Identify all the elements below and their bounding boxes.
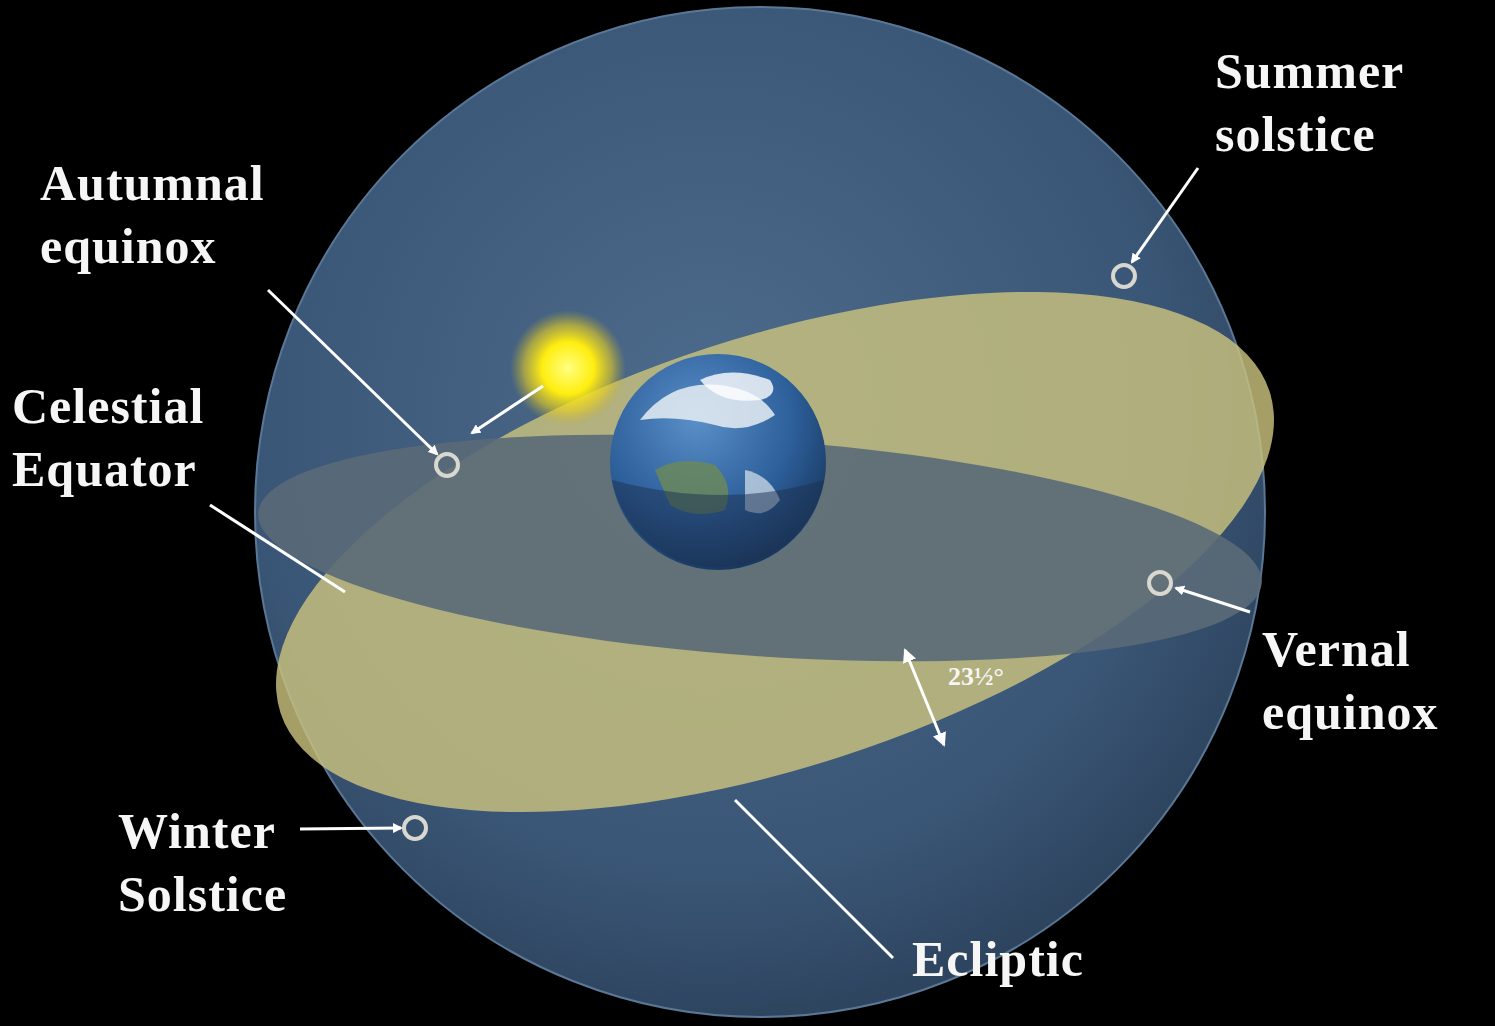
label-holder: Celestial Equator <box>12 375 204 501</box>
label-holder: Winter Solstice <box>118 800 287 926</box>
label-holder: Autumnal equinox <box>40 152 265 278</box>
point-label: Autumnal equinox <box>40 152 265 278</box>
point-label: Winter Solstice <box>118 800 287 926</box>
label-holder: 23½° <box>948 663 1004 692</box>
label-holder: Ecliptic <box>912 928 1084 991</box>
point-label: Vernal equinox <box>1262 618 1439 744</box>
plane-label: Celestial Equator <box>12 375 204 501</box>
label-holder: Summer solstice <box>1215 40 1403 166</box>
label-holder: Vernal equinox <box>1262 618 1439 744</box>
point-label: Summer solstice <box>1215 40 1403 166</box>
plane-label: Ecliptic <box>912 928 1084 991</box>
angle-label: 23½° <box>948 663 1004 692</box>
